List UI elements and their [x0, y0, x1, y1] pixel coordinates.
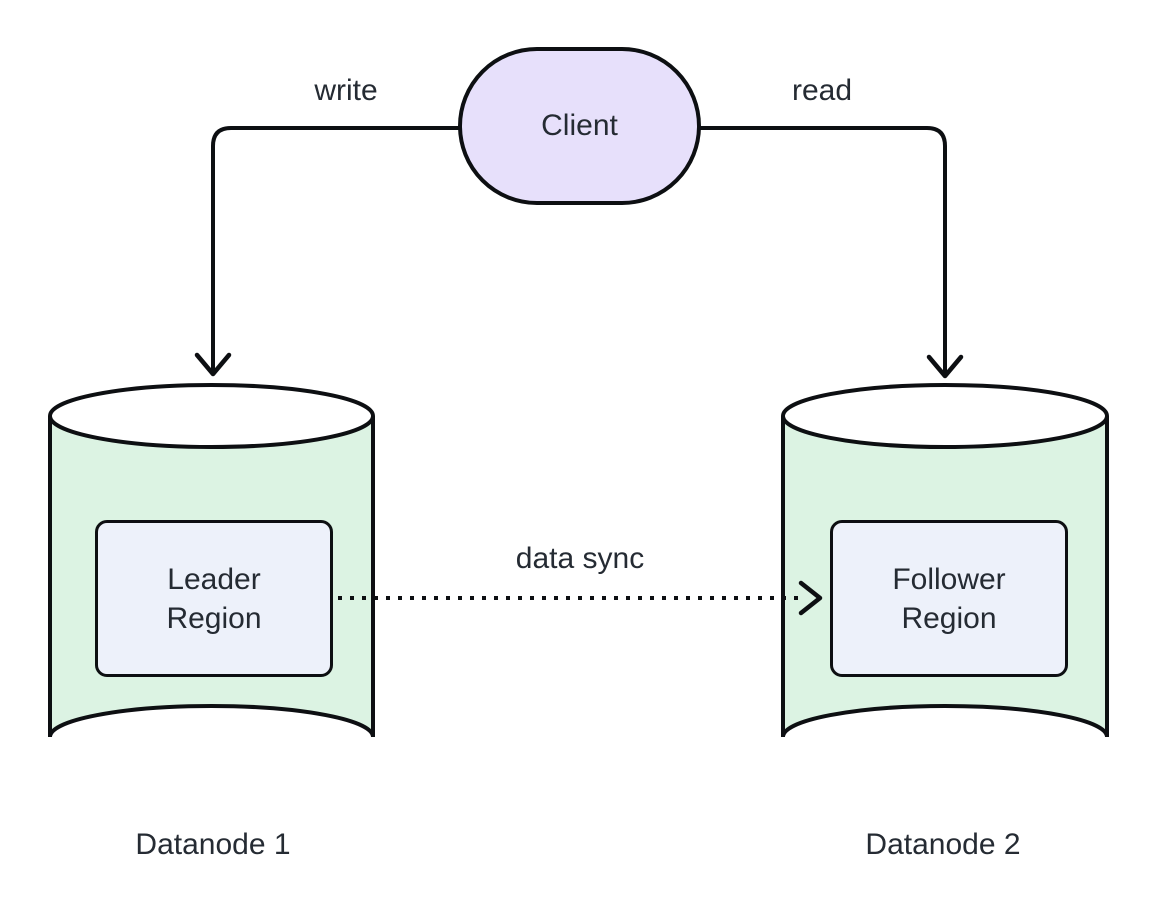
write-edge	[194, 126, 460, 377]
read-edge-label: read	[791, 74, 853, 107]
datanode2-cluster-label: Datanode 2	[865, 828, 1021, 861]
data-sync-edge	[338, 580, 823, 616]
read-edge	[698, 126, 964, 379]
follower-region-node: Follower Region	[830, 520, 1068, 677]
client-node-label: Client	[541, 109, 618, 142]
write-arrowhead-icon	[194, 352, 232, 377]
follower-region-label: Follower Region	[892, 562, 1006, 635]
leader-region-label: Leader Region	[166, 562, 262, 635]
write-edge-label: write	[314, 74, 378, 107]
leader-region-node: Leader Region	[95, 520, 333, 677]
client-node: Client	[458, 47, 701, 205]
data-sync-arrowhead-icon	[798, 580, 823, 616]
datanode1-cluster-label: Datanode 1	[135, 828, 291, 861]
read-arrowhead-icon	[926, 354, 964, 379]
data-sync-edge-label: data sync	[515, 542, 645, 575]
